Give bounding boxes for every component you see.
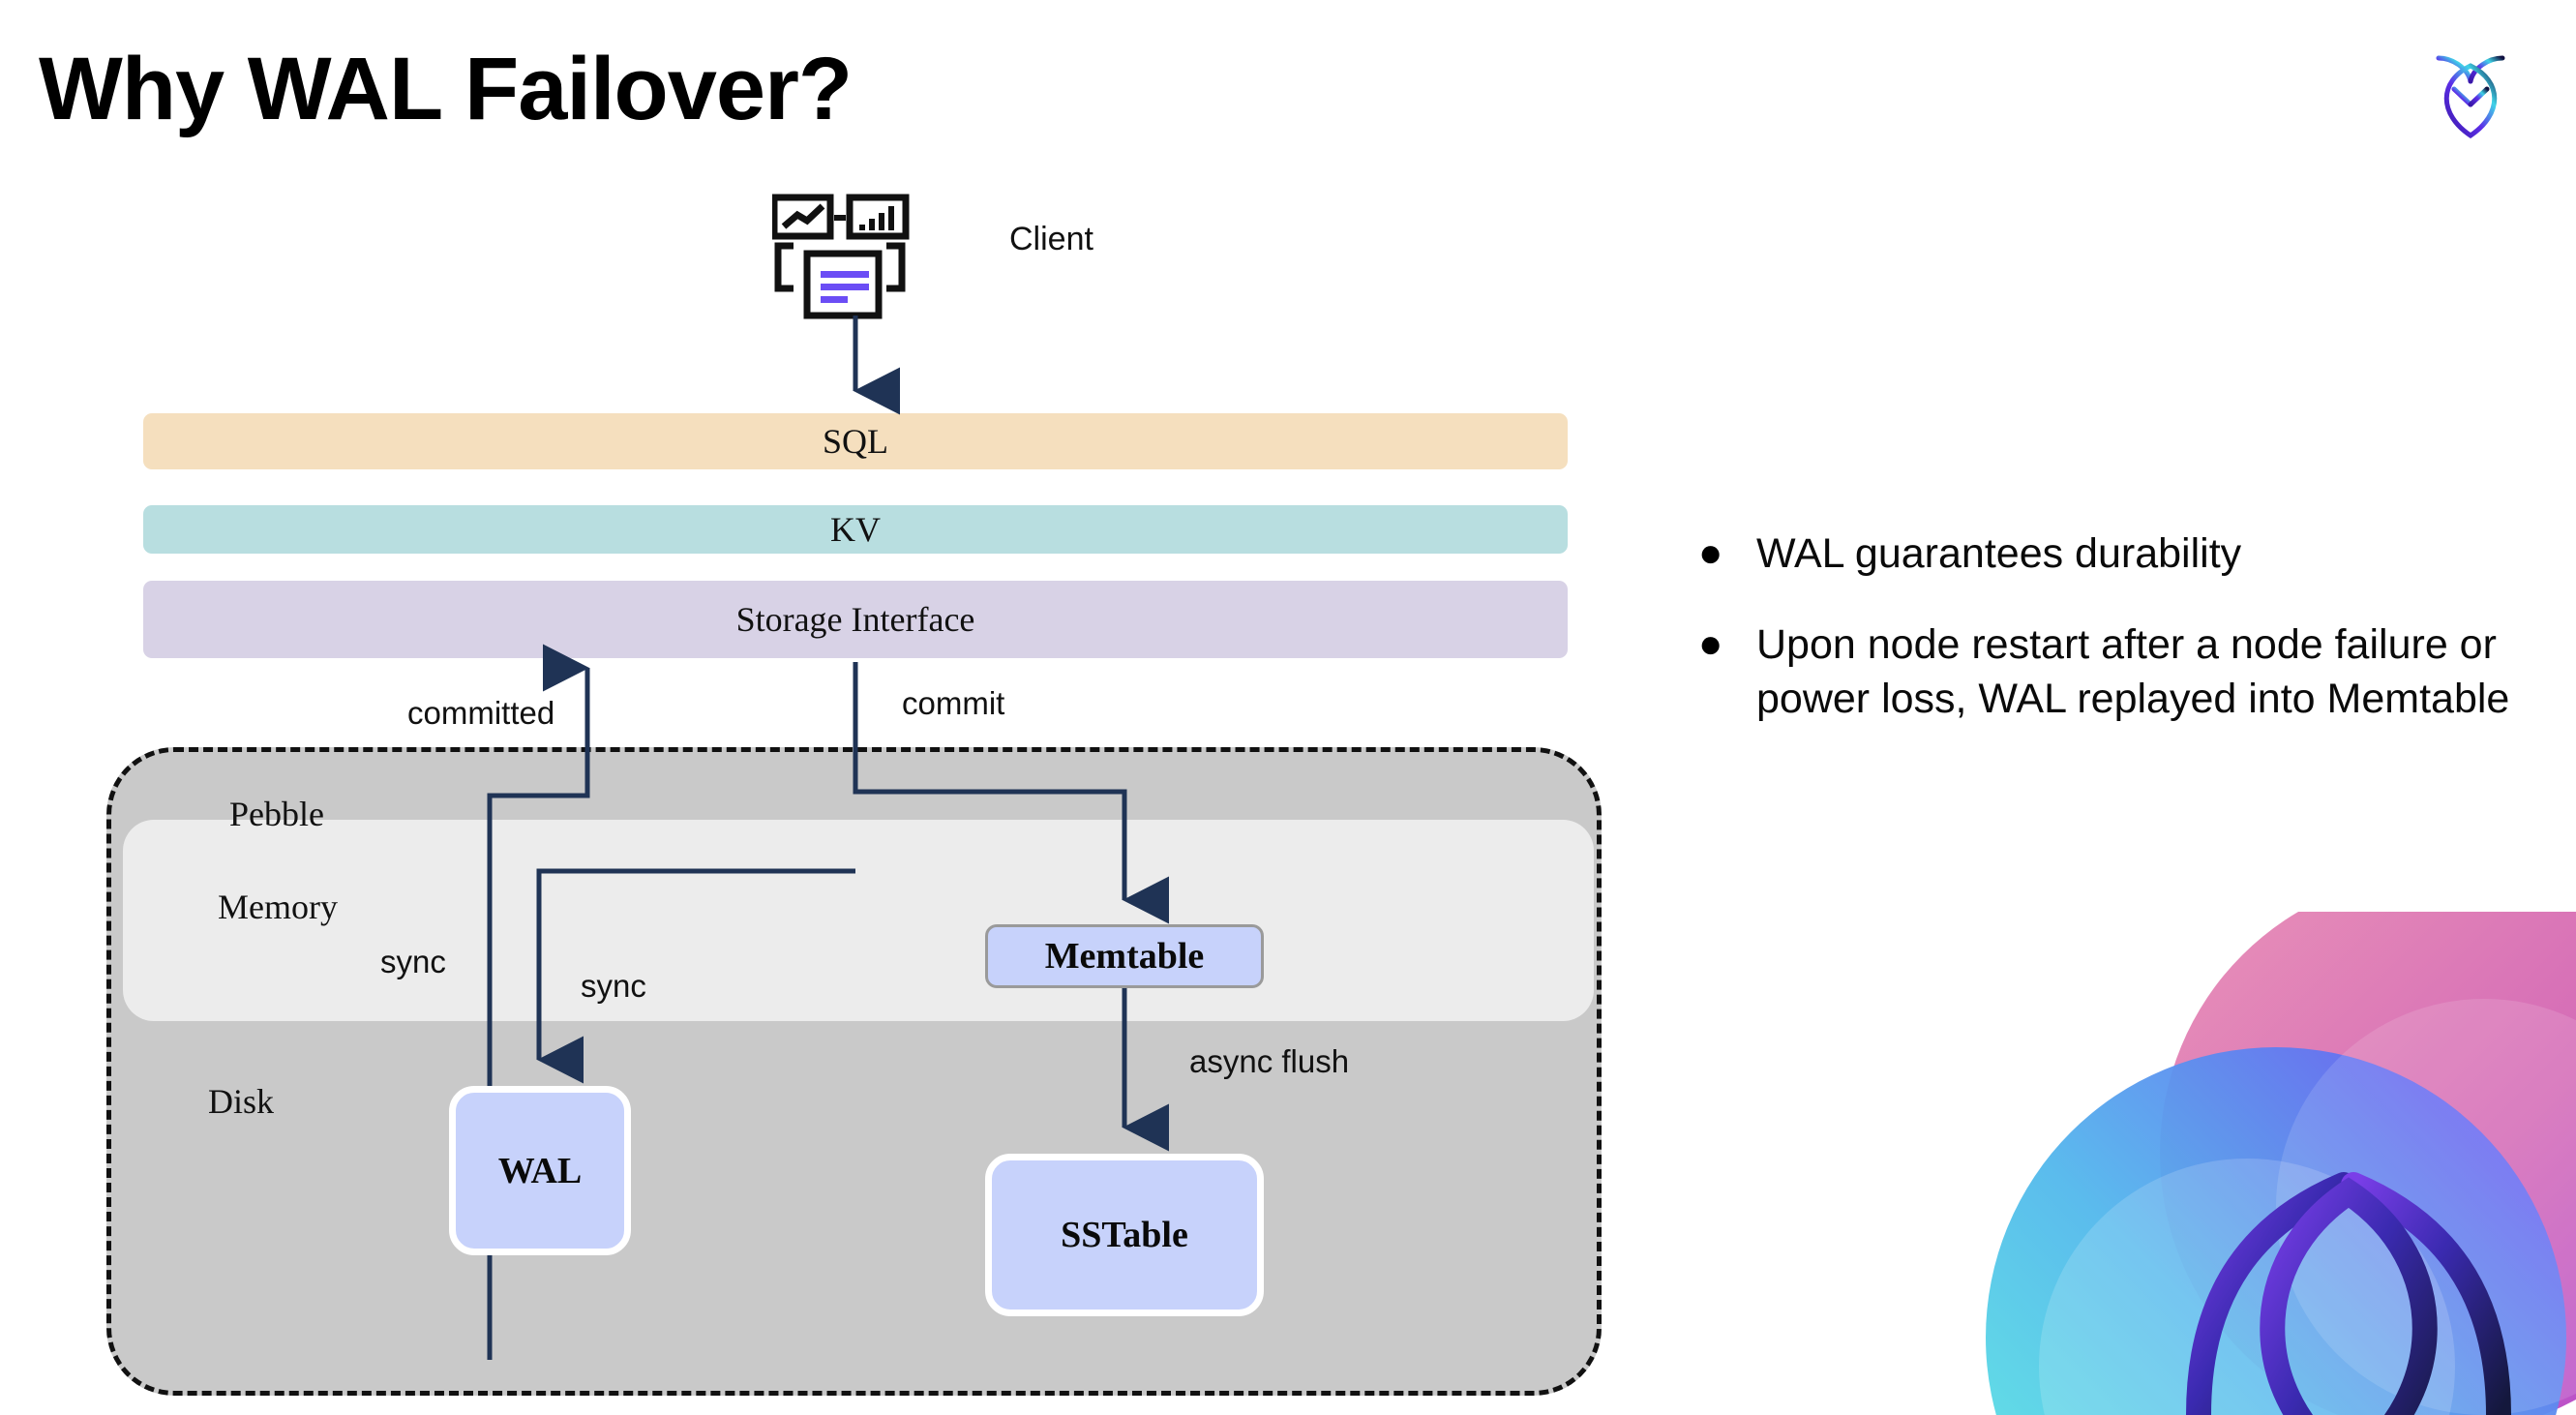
edge-label-sync-left: sync	[380, 944, 446, 979]
memory-region	[123, 820, 1594, 1021]
node-wal: WAL	[449, 1086, 631, 1255]
node-memtable: Memtable	[985, 924, 1264, 988]
decorative-corner-graphic	[1957, 912, 2576, 1415]
node-label-wal: WAL	[497, 1150, 583, 1191]
list-item: ● Upon node restart after a node failure…	[1698, 618, 2531, 727]
node-label-sstable: SSTable	[1061, 1215, 1188, 1255]
page-title: Why WAL Failover?	[39, 40, 853, 138]
bullet-list: ● WAL guarantees durability ● Upon node …	[1698, 527, 2531, 764]
edge-label-sync-right: sync	[581, 968, 646, 1004]
pebble-container: Pebble Memory Disk	[106, 747, 1602, 1396]
client-device-icon	[770, 194, 927, 329]
bullet-marker-icon: ●	[1698, 619, 1723, 666]
layer-label-kv: KV	[830, 510, 881, 549]
disk-label: Disk	[208, 1082, 275, 1121]
layer-bar-sql: SQL	[143, 413, 1568, 469]
node-sstable: SSTable	[985, 1154, 1264, 1316]
list-item: ● WAL guarantees durability	[1698, 527, 2531, 582]
client-label: Client	[1009, 221, 1093, 257]
cockroachdb-logo-icon	[2417, 37, 2524, 143]
bullet-marker-icon: ●	[1698, 529, 1723, 575]
memory-label: Memory	[218, 888, 338, 926]
edge-label-committed: committed	[407, 695, 555, 731]
pebble-label: Pebble	[229, 795, 324, 833]
layer-label-storage-interface: Storage Interface	[735, 600, 975, 639]
node-label-memtable: Memtable	[1044, 936, 1205, 977]
bullet-text: Upon node restart after a node failure o…	[1756, 620, 2510, 722]
layer-bar-kv: KV	[143, 505, 1568, 554]
layer-bar-storage-interface: Storage Interface	[143, 581, 1568, 658]
layer-label-sql: SQL	[822, 422, 888, 461]
edge-label-commit: commit	[902, 685, 1005, 721]
edge-label-async-flush: async flush	[1189, 1043, 1350, 1079]
bullet-text: WAL guarantees durability	[1756, 530, 2242, 577]
